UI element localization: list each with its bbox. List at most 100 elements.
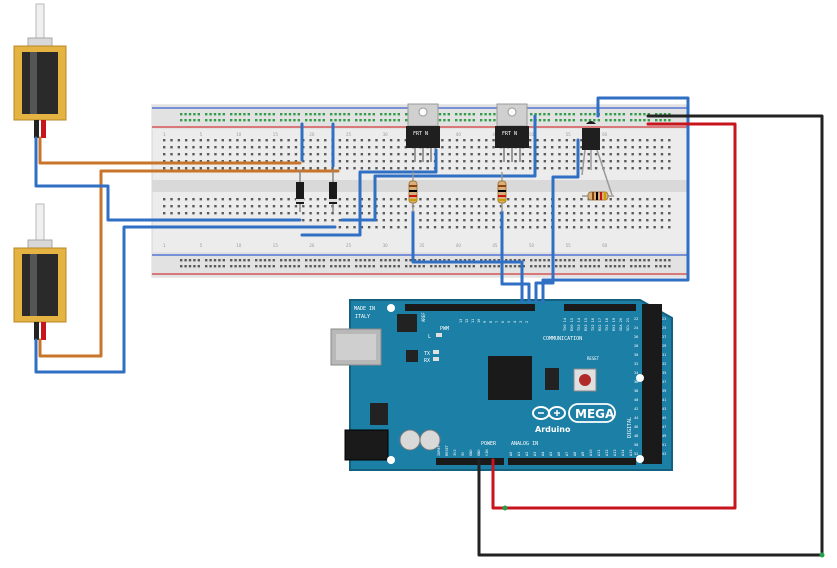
breadboard-hole	[380, 119, 383, 122]
breadboard-column-label: 5	[200, 243, 203, 248]
breadboard-hole	[218, 119, 221, 122]
breadboard-hole	[668, 139, 671, 142]
dc-power-jack	[344, 429, 389, 461]
breadboard-hole	[287, 146, 290, 149]
breadboard-hole	[587, 153, 590, 156]
pin-label: 36	[634, 380, 638, 384]
breadboard-column-label: 20	[309, 132, 315, 137]
breadboard-hole	[206, 212, 210, 215]
mount-hole	[636, 455, 644, 463]
breadboard-hole	[206, 167, 210, 170]
breadboard-hole	[313, 259, 317, 262]
breadboard-hole	[536, 198, 539, 201]
breadboard-hole	[480, 265, 483, 268]
breadboard-hole	[382, 167, 385, 170]
breadboard-hole	[568, 259, 571, 262]
breadboard-hole	[559, 119, 562, 122]
breadboard-hole	[193, 113, 196, 116]
breadboard-hole	[587, 160, 590, 163]
breadboard-hole	[580, 113, 583, 116]
breadboard-hole	[265, 167, 268, 170]
breadboard-hole	[338, 205, 342, 208]
breadboard-hole	[616, 146, 620, 149]
breadboard-hole	[222, 265, 225, 268]
breadboard-hole	[580, 146, 583, 149]
header-pwm	[405, 304, 535, 311]
breadboard-hole	[184, 160, 188, 163]
breadboard-hole	[355, 265, 358, 268]
breadboard-hole	[507, 167, 510, 170]
breadboard-hole	[346, 212, 349, 215]
icsp-header-right	[545, 368, 559, 390]
breadboard-hole	[272, 198, 276, 201]
breadboard-hole	[318, 259, 321, 262]
breadboard-hole	[463, 226, 466, 229]
breadboard-hole	[388, 265, 392, 268]
breadboard-hole	[443, 265, 446, 268]
breadboard-hole	[463, 139, 466, 142]
breadboard-hole	[389, 219, 393, 222]
breadboard-hole	[368, 119, 371, 122]
led-l-label: L	[428, 334, 431, 340]
breadboard-hole	[347, 259, 350, 262]
breadboard-hole	[367, 153, 371, 156]
breadboard-hole	[468, 119, 471, 122]
reset-button-cap[interactable]	[579, 374, 591, 386]
breadboard-hole	[205, 259, 208, 262]
breadboard-hole	[184, 146, 188, 149]
breadboard-hole	[382, 139, 385, 142]
breadboard-hole	[405, 113, 408, 116]
breadboard-hole	[653, 139, 656, 142]
breadboard-hole	[492, 153, 495, 156]
breadboard-hole	[170, 160, 173, 163]
breadboard-column-label: 15	[273, 132, 279, 137]
breadboard-hole	[536, 205, 539, 208]
breadboard-hole	[622, 119, 625, 122]
breadboard-hole	[529, 226, 532, 229]
breadboard-hole	[258, 167, 261, 170]
breadboard-hole	[214, 198, 217, 201]
breadboard-hole	[547, 119, 550, 122]
breadboard-hole	[170, 146, 173, 149]
breadboard-hole	[514, 219, 517, 222]
pin-label: A6	[557, 452, 561, 456]
breadboard-hole	[426, 160, 429, 163]
breadboard-hole	[463, 167, 466, 170]
breadboard-hole	[170, 153, 173, 156]
breadboard-hole	[293, 265, 296, 268]
breadboard-hole	[580, 212, 583, 215]
breadboard-hole	[655, 113, 658, 116]
breadboard-column-label: 40	[456, 243, 462, 248]
breadboard-hole	[184, 113, 187, 116]
pin-label: 12	[465, 319, 469, 323]
breadboard-hole	[316, 219, 320, 222]
breadboard-hole	[359, 113, 362, 116]
breadboard-hole	[616, 212, 620, 215]
breadboard-hole	[330, 119, 333, 122]
breadboard-hole	[316, 160, 320, 163]
breadboard-hole	[309, 265, 312, 268]
breadboard-hole	[477, 153, 481, 156]
breadboard-hole	[367, 212, 371, 215]
breadboard-hole	[302, 219, 305, 222]
rx-label: RX	[424, 358, 430, 364]
breadboard-hole	[558, 219, 561, 222]
breadboard-hole	[609, 146, 612, 149]
breadboard-hole	[214, 205, 217, 208]
breadboard-hole	[353, 205, 356, 208]
breadboard-hole	[180, 113, 183, 116]
breadboard-hole	[613, 119, 617, 122]
breadboard-hole	[294, 153, 298, 156]
breadboard-hole	[209, 119, 212, 122]
breadboard-hole	[234, 265, 237, 268]
breadboard-hole	[530, 119, 533, 122]
breadboard-hole	[382, 212, 385, 215]
wire-blue-ground	[541, 96, 690, 304]
breadboard-hole	[646, 160, 649, 163]
breadboard-hole	[594, 160, 598, 163]
breadboard-column-label: 15	[273, 243, 279, 248]
breadboard-hole	[433, 198, 437, 201]
breadboard-hole	[199, 139, 202, 142]
breadboard-hole	[346, 139, 349, 142]
